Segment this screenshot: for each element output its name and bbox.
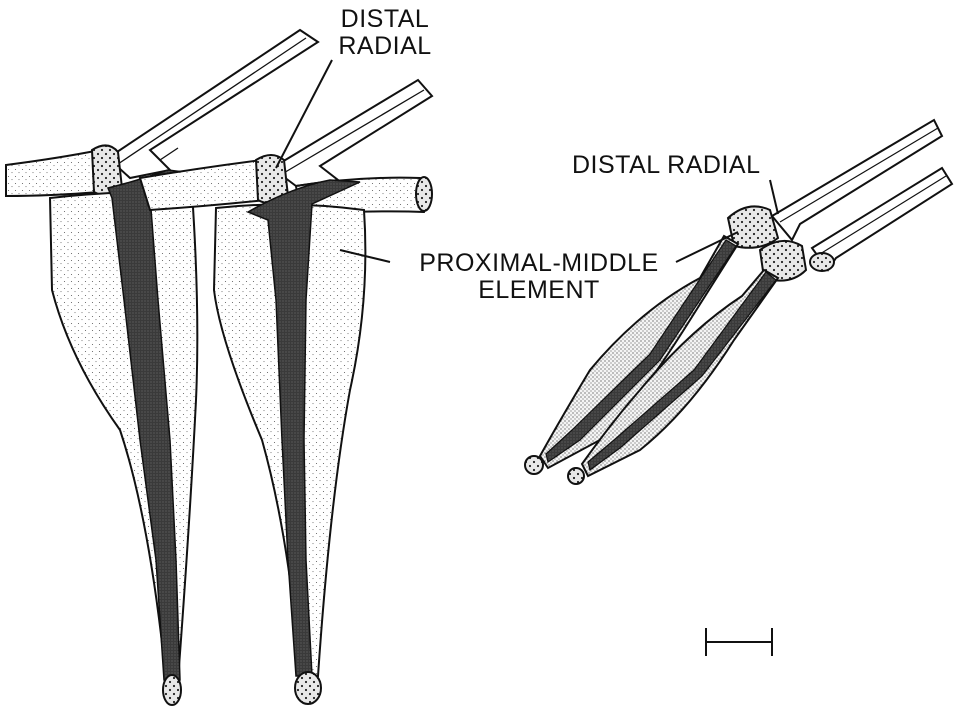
scale-bar [706, 628, 772, 656]
proximal-middle-element-label: PROXIMAL-MIDDLE ELEMENT [394, 250, 684, 304]
tip-1 [163, 675, 181, 705]
distal-radial-label-right: DISTAL RADIAL [572, 152, 761, 179]
tip-right-2 [568, 468, 584, 484]
distal-radial-label-left: DISTAL RADIAL [330, 6, 440, 60]
leader-distal-radial-right [770, 180, 778, 214]
horizontal-bar-1 [6, 150, 100, 196]
proximal-middle-label-line1: PROXIMAL-MIDDLE [394, 250, 684, 277]
distal-radial-label-left-line2: RADIAL [330, 33, 440, 60]
tip-right-1 [525, 456, 543, 474]
tip-2 [295, 672, 321, 704]
fin-ray-upper-1 [108, 30, 318, 178]
distal-radial-label-left-line1: DISTAL [330, 6, 440, 33]
proximal-middle-label-line2: ELEMENT [394, 277, 684, 304]
